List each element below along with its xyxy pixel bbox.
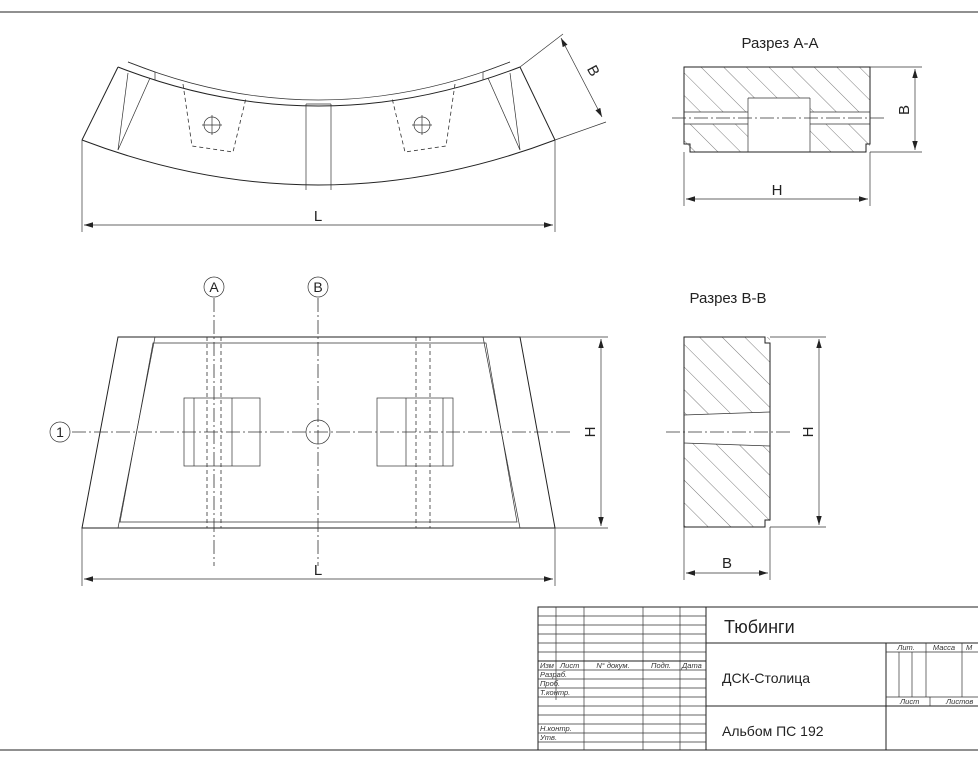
dim-label-top-b: B: [583, 62, 603, 79]
dim-top-L: [81, 140, 556, 232]
dim-label-aa-b: B: [896, 105, 913, 115]
tb-row-razrab: Разраб.: [540, 670, 567, 679]
dim-label-plan-h: H: [582, 427, 599, 438]
axis-marker-b: [307, 276, 329, 298]
tb-row-prob: Проб.: [540, 679, 560, 688]
tb-col-list: Лист: [559, 661, 579, 670]
tb-mass: Масса: [933, 643, 955, 652]
title-block: [537, 606, 978, 751]
tb-lit: Лит.: [896, 643, 915, 652]
axis-marker-1-label: 1: [56, 424, 64, 440]
tb-col-izm: Изм: [540, 661, 554, 670]
segment-front-view: [81, 61, 556, 190]
axis-marker-b-label: B: [313, 279, 322, 295]
dim-top-B: [519, 33, 607, 141]
tb-product-name: Тюбинги: [724, 617, 795, 637]
dim-plan-L: [81, 528, 556, 586]
tb-col-podp: Подп.: [651, 661, 671, 670]
tb-row-nkontr: Н.контр.: [540, 724, 572, 733]
dim-bb-B: [683, 527, 771, 580]
tb-col-date: Дата: [681, 661, 702, 670]
tb-sheet: Лист: [899, 697, 919, 706]
tb-organization: ДСК-Столица: [722, 670, 810, 686]
dim-label-plan-l: L: [314, 562, 322, 579]
tb-col-doc: N° докум.: [596, 661, 629, 670]
tb-sheets: Листов: [945, 697, 973, 706]
dim-aa-H: [683, 152, 871, 206]
tb-row-utv: Утв.: [539, 733, 557, 742]
axis-marker-a-label: A: [209, 279, 219, 295]
tb-album: Альбом ПС 192: [722, 723, 824, 739]
dim-label-bb-b: B: [722, 555, 732, 572]
axis-marker-1: [49, 421, 71, 443]
section-aa-title: Разрез А-А: [742, 35, 819, 52]
axis-marker-a: [203, 276, 225, 298]
dim-bb-H: [770, 336, 826, 528]
segment-plan-view: [72, 298, 570, 566]
dim-label-aa-h: H: [772, 182, 783, 199]
section-bb-title: Разрез В-В: [690, 290, 767, 307]
dim-label-top-l: L: [314, 208, 322, 225]
section-bb: [666, 336, 790, 528]
section-aa: [672, 66, 886, 153]
dim-aa-B: [870, 66, 922, 153]
dim-plan-H: [520, 336, 608, 529]
dim-label-bb-h: H: [800, 427, 817, 438]
tb-scale: М: [966, 643, 973, 652]
tb-row-tkontr: Т.контр.: [540, 688, 570, 697]
